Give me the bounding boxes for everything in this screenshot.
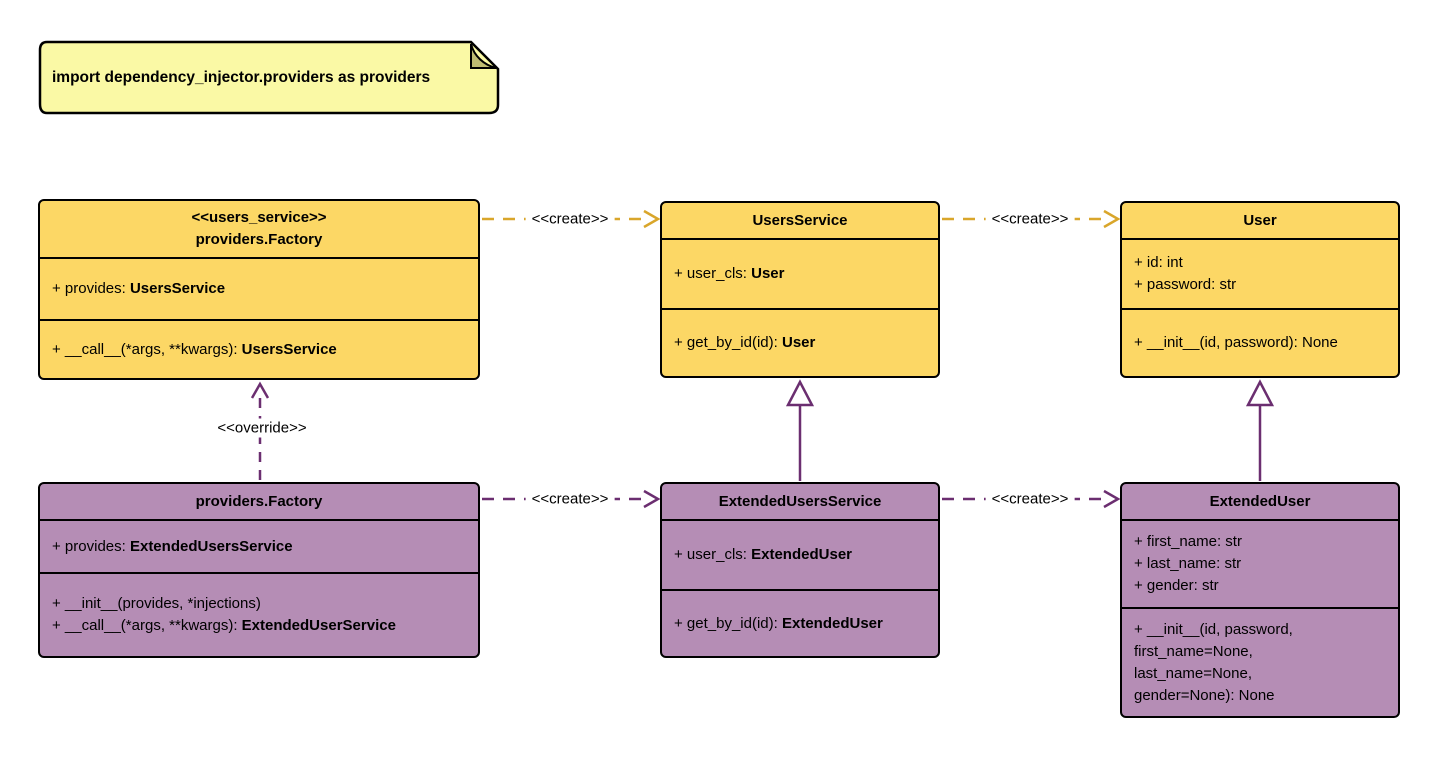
class-name: User	[1243, 211, 1277, 229]
attribute: + password: str	[1134, 274, 1386, 296]
method: + get_by_id(id): ExtendedUser	[674, 613, 926, 635]
class-extended-users-service: ExtendedUsersService + user_cls: Extende…	[660, 482, 940, 658]
import-note: import dependency_injector.providers as …	[38, 40, 500, 115]
open-arrowhead-icon	[1103, 209, 1121, 229]
method: last_name=None,	[1134, 663, 1386, 685]
attribute-type: ExtendedUsersService	[129, 537, 293, 555]
class-methods: + __init__(id, password): None	[1122, 308, 1398, 376]
method-text: first_name=None,	[1134, 642, 1253, 660]
method-text: + __init__(id, password): None	[1134, 334, 1338, 351]
attribute-type: UsersService	[129, 280, 226, 297]
attribute: + user_cls: User	[674, 263, 926, 285]
attribute: + provides: UsersService	[52, 278, 466, 300]
method-type: UsersService	[241, 340, 337, 358]
attribute: + gender: str	[1134, 575, 1386, 597]
class-attributes: + id: int + password: str	[1122, 238, 1398, 308]
attribute-text: + id: int	[1134, 254, 1183, 271]
attribute: + first_name: str	[1134, 531, 1386, 553]
class-name: UsersService	[752, 211, 848, 229]
open-arrowhead-icon	[643, 209, 661, 229]
class-methods: + __call__(*args, **kwargs): UsersServic…	[40, 319, 478, 378]
edge-label-create-3: <<create>>	[525, 489, 615, 509]
class-methods: + get_by_id(id): ExtendedUser	[662, 589, 938, 656]
class-header: ExtendedUsersService	[662, 484, 938, 519]
inheritance-arrow-extuser	[1245, 379, 1275, 481]
class-attributes: + provides: ExtendedUsersService	[40, 519, 478, 572]
note-shape	[38, 40, 500, 115]
method-text: + __init__(id, password,	[1134, 620, 1293, 638]
attribute: + provides: ExtendedUsersService	[52, 536, 466, 558]
attribute-text: + gender: str	[1134, 577, 1219, 594]
note-fold-icon	[470, 43, 497, 69]
class-user: User + id: int + password: str + __init_…	[1120, 201, 1400, 378]
attribute-text: + user_cls:	[674, 265, 752, 282]
class-header: UsersService	[662, 203, 938, 238]
method-text: gender=None): None	[1134, 686, 1275, 704]
attribute: + id: int	[1134, 252, 1386, 274]
edge-label-override: <<override>>	[211, 418, 313, 438]
class-methods: + get_by_id(id): User	[662, 308, 938, 376]
class-users-service: UsersService + user_cls: User + get_by_i…	[660, 201, 940, 378]
hollow-triangle-icon	[1245, 379, 1275, 407]
method-text: + __init__(provides, *injections)	[52, 595, 261, 612]
open-arrowhead-icon	[1103, 489, 1121, 509]
method-type: ExtendedUserService	[241, 617, 396, 634]
attribute-text: + provides:	[52, 537, 130, 555]
note-text: import dependency_injector.providers as …	[52, 68, 431, 86]
note-body	[38, 40, 500, 115]
method-text: last_name=None,	[1134, 664, 1252, 682]
method: gender=None): None	[1134, 685, 1386, 707]
method-text: + __call__(*args, **kwargs):	[52, 617, 242, 634]
method: + __init__(provides, *injections)	[52, 593, 466, 615]
method: + __init__(id, password): None	[1134, 332, 1386, 354]
method-type: ExtendedUser	[781, 614, 883, 632]
method-text: + __call__(*args, **kwargs):	[52, 340, 242, 358]
class-header: providers.Factory	[40, 484, 478, 519]
class-name: ExtendedUser	[1209, 492, 1311, 510]
method: + get_by_id(id): User	[674, 332, 926, 354]
inheritance-arrow-extusersservice	[785, 379, 815, 481]
open-arrowhead-icon	[250, 381, 270, 399]
edge-label-create-2: <<create>>	[985, 209, 1075, 229]
method: first_name=None,	[1134, 641, 1386, 663]
attribute-text: + password: str	[1134, 276, 1237, 293]
attribute-type: User	[751, 265, 785, 282]
method-text: + get_by_id(id):	[674, 334, 782, 351]
attribute: + last_name: str	[1134, 553, 1386, 575]
attribute-type: ExtendedUser	[751, 546, 852, 563]
class-header: User	[1122, 203, 1398, 238]
method: + __call__(*args, **kwargs): ExtendedUse…	[52, 615, 466, 637]
class-methods: + __init__(id, password, first_name=None…	[1122, 607, 1398, 716]
attribute-text: + provides:	[52, 280, 130, 297]
attribute-text: + user_cls:	[674, 546, 752, 563]
attribute: + user_cls: ExtendedUser	[674, 544, 926, 566]
class-name: ExtendedUsersService	[718, 492, 882, 510]
class-attributes: + user_cls: ExtendedUser	[662, 519, 938, 589]
class-name: providers.Factory	[195, 492, 323, 510]
class-header: <<users_service>> providers.Factory	[40, 201, 478, 257]
class-stereotype: <<users_service>>	[191, 209, 327, 226]
attribute-text: + last_name: str	[1134, 555, 1242, 572]
hollow-triangle-icon	[785, 379, 815, 407]
method: + __init__(id, password,	[1134, 619, 1386, 641]
edge-label-create-4: <<create>>	[985, 489, 1075, 509]
method-text: + get_by_id(id):	[674, 614, 782, 632]
open-arrowhead-icon	[643, 489, 661, 509]
class-attributes: + provides: UsersService	[40, 257, 478, 319]
attribute-text: + first_name: str	[1134, 533, 1242, 550]
class-attributes: + user_cls: User	[662, 238, 938, 308]
class-header: ExtendedUser	[1122, 484, 1398, 519]
method: + __call__(*args, **kwargs): UsersServic…	[52, 339, 466, 361]
class-users-service-factory: <<users_service>> providers.Factory + pr…	[38, 199, 480, 380]
edge-label-create-1: <<create>>	[525, 209, 615, 229]
class-extended-factory: providers.Factory + provides: ExtendedUs…	[38, 482, 480, 658]
class-name: providers.Factory	[195, 231, 323, 248]
class-attributes: + first_name: str + last_name: str + gen…	[1122, 519, 1398, 607]
method-type: User	[781, 334, 816, 351]
class-extended-user: ExtendedUser + first_name: str + last_na…	[1120, 482, 1400, 718]
class-methods: + __init__(provides, *injections) + __ca…	[40, 572, 478, 656]
